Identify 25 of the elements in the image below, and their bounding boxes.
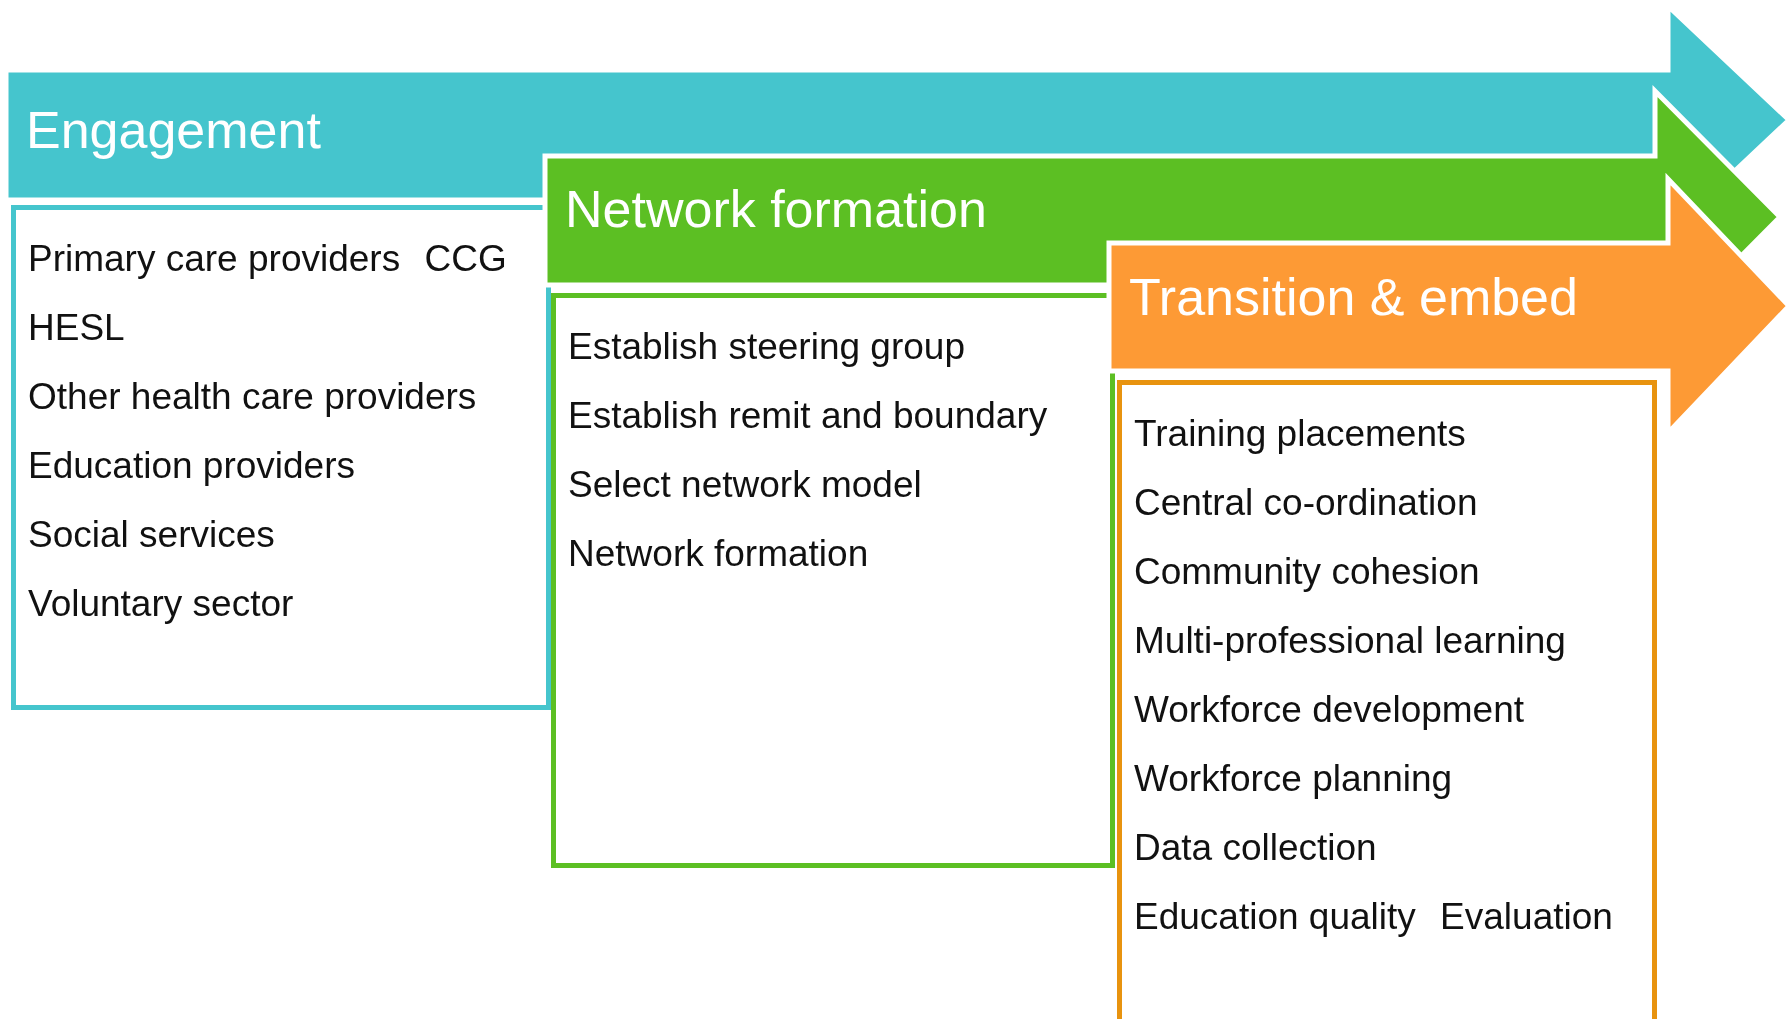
list-item-text: Primary care providers — [28, 237, 401, 281]
list-item-text: HESL — [28, 306, 125, 350]
list-item-text: Community cohesion — [1134, 550, 1480, 594]
list-item-text: Network formation — [568, 532, 869, 576]
list-item-text: Establish remit and boundary — [568, 394, 1048, 438]
list-item-text: Education quality — [1134, 895, 1416, 939]
list-item-text: Workforce development — [1134, 688, 1525, 732]
stage-box — [1117, 380, 1657, 1019]
list-item-text: Data collection — [1134, 826, 1377, 870]
list-item-text: Voluntary sector — [28, 582, 294, 626]
list-item-text: Central co-ordination — [1134, 481, 1478, 525]
list-item-text: Social services — [28, 513, 275, 557]
stage-title: Transition & embed — [1129, 271, 1578, 323]
list-item-text: CCG — [424, 237, 507, 281]
stage-box — [551, 293, 1115, 868]
list-item-text: Education providers — [28, 444, 356, 488]
stage-box — [11, 205, 551, 710]
list-item-text: Training placements — [1134, 412, 1466, 456]
list-item-text: Multi-professional learning — [1134, 619, 1566, 663]
list-item-text: Other health care providers — [28, 375, 477, 419]
list-item-text: Evaluation — [1440, 895, 1613, 939]
list-item-text: Establish steering group — [568, 325, 965, 369]
list-item-text: Select network model — [568, 463, 922, 507]
list-item-text: Workforce planning — [1134, 757, 1453, 801]
stage-title: Network formation — [565, 183, 987, 235]
